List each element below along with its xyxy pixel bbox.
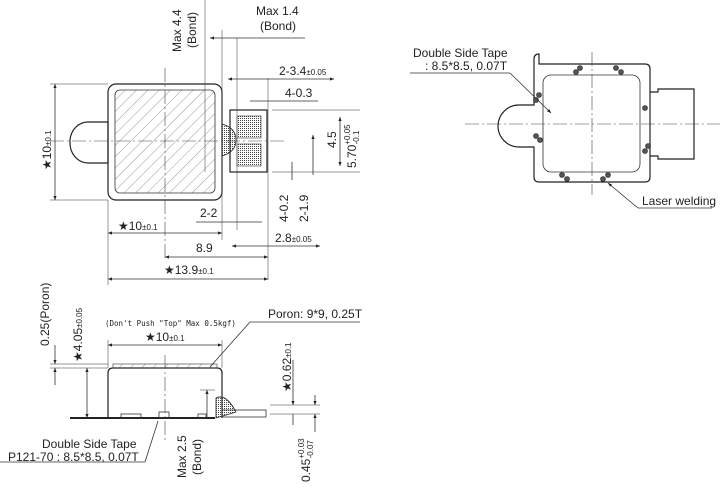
tape-label-1: Double Side Tape [42, 437, 137, 451]
dont-push-note: (Don't Push "Top" Max 0.5kgf) [105, 319, 236, 328]
max-2-5-label: Max 2.5 [175, 435, 189, 478]
back-view: Double Side Tape : 8.5*8.5, 0.07T Laser … [410, 46, 720, 209]
dim-height-4-05: ★4.05±0.05 [71, 307, 85, 362]
laser-weld-points [533, 65, 651, 182]
max-2-5-bond-label: (Bond) [190, 439, 204, 475]
max-1-4-bond-label: (Bond) [260, 19, 296, 33]
dim-width-10: ★10±0.1 [118, 219, 158, 233]
dim-8-9: 8.9 [196, 241, 213, 255]
solder-pad-2 [236, 143, 262, 167]
back-tape-label-2: : 8.5*8.5, 0.07T [425, 59, 508, 73]
poron-label: Poron: 9*9, 0.25T [268, 307, 363, 321]
tape-label-2: P121-70 : 8.5*8.5, 0.07T [8, 450, 139, 464]
dim-height-10: ★10±0.1 [40, 130, 54, 170]
dim-13-9: ★13.9±0.1 [164, 263, 214, 277]
solder-pad-1 [236, 115, 262, 139]
dim-0-62: ★0.62±0.1 [280, 342, 294, 392]
side-view: 0.25(Poron) ★4.05±0.05 (Don't Push "Top"… [0, 283, 363, 482]
dim-2-3-4: 2-3.4±0.05 [279, 64, 327, 78]
dim-2-8: 2.8±0.05 [275, 231, 312, 245]
max-4-4-label: Max 4.4 [170, 9, 184, 52]
max-4-4-bond-label: (Bond) [185, 12, 199, 48]
dim-4-5: 4.5 [325, 131, 339, 148]
bond-blob [221, 123, 237, 157]
max-1-4-label: Max 1.4 [256, 4, 299, 18]
motor-nub [69, 121, 109, 164]
bond-side [215, 396, 237, 419]
laser-welding-label: Laser welding [642, 194, 716, 208]
dim-4-0-3: 4-0.3 [285, 86, 313, 100]
dim-5-70: 5.70+0.05-0.1 [343, 124, 361, 168]
motor-back-outline [497, 53, 651, 183]
back-tape-label-1: Double Side Tape [413, 46, 508, 60]
top-view: Max 4.4 (Bond) Max 1.4 (Bond) 2-3.4±0.05… [40, 0, 361, 285]
motor-inner-outline [542, 74, 641, 173]
dim-side-width-10: ★10±0.1 [145, 330, 185, 344]
dim-2-2: 2-2 [200, 206, 218, 220]
poron-thickness-label: 0.25(Poron) [38, 283, 52, 346]
dim-0-45: 0.45+0.03-0.07 [297, 438, 315, 482]
dim-2-1-9: 2-1.9 [297, 194, 311, 222]
dim-4-0-2: 4-0.2 [277, 194, 291, 222]
